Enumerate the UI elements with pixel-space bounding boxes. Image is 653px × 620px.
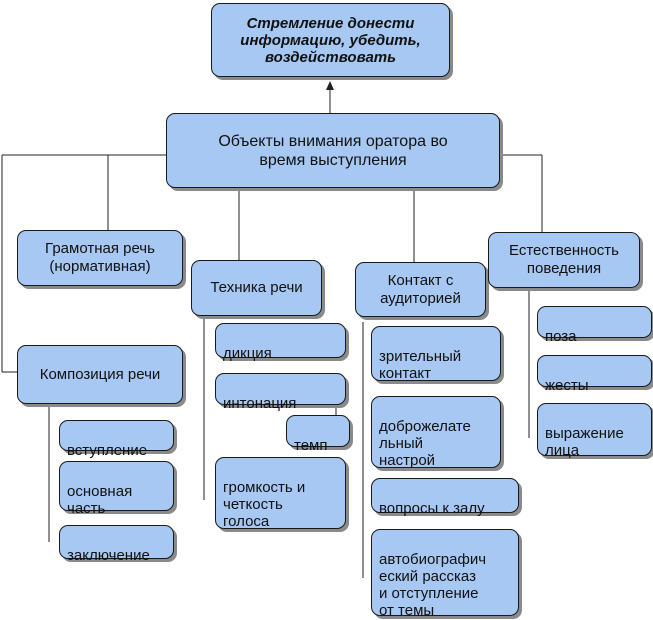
item-poza: поза bbox=[537, 306, 652, 345]
item-vyrazhenie-lica: выражение лица bbox=[537, 403, 652, 459]
item-zaklyuchenie-text: заключение bbox=[67, 547, 150, 564]
item-dikciya: дикция bbox=[215, 323, 346, 362]
main-objects-text: Объекты внимания оратора во время выступ… bbox=[218, 132, 448, 169]
main-objects-box: Объекты внимания оратора во время выступ… bbox=[166, 113, 500, 188]
category-kontakt: Контакт с аудиторией bbox=[355, 262, 486, 317]
item-avtobiograficheskii-text: автобиографич еский рассказ и отступлени… bbox=[379, 551, 487, 619]
item-osnovnaya-chast: основная часть bbox=[59, 461, 174, 517]
category-gramotnaya-rech: Грамотная речь (нормативная) bbox=[17, 230, 183, 286]
item-zhesty: жесты bbox=[537, 355, 652, 394]
item-zhesty-text: жесты bbox=[545, 377, 589, 394]
item-gromkost: громкость и четкость голоса bbox=[215, 457, 346, 530]
category-kontakt-label: Контакт с аудиторией bbox=[380, 271, 461, 307]
arrow-head bbox=[326, 81, 334, 90]
item-voprosy-k-zalu: вопросы к залу bbox=[371, 478, 519, 517]
item-voprosy-text: вопросы к залу bbox=[379, 500, 485, 517]
category-estestvennost-label: Естественность поведения bbox=[509, 242, 619, 277]
item-vstuplenie-text: вступление bbox=[67, 442, 148, 459]
item-dobrozhelatelnyi-text: доброжелате льный настрой bbox=[379, 418, 471, 469]
item-poza-text: поза bbox=[545, 328, 577, 345]
category-kompoziciya: Композиция речи bbox=[17, 345, 183, 404]
item-zritelnyi-kontakt-text: зрительный контакт bbox=[379, 348, 462, 382]
item-zaklyuchenie: заключение bbox=[59, 525, 174, 564]
item-temp-text: темп bbox=[294, 437, 328, 454]
category-tehnika-label: Техника речи bbox=[210, 279, 303, 296]
item-osnovnaya-chast-text: основная часть bbox=[67, 483, 133, 517]
goal-text: Стремление донести информацию, убедить, … bbox=[240, 14, 421, 66]
category-tehnika-rechi: Техника речи bbox=[191, 260, 322, 316]
item-vyrazhenie-lica-text: выражение лица bbox=[545, 425, 624, 459]
item-dobrozhelatelnyi-nastroi: доброжелате льный настрой bbox=[371, 396, 501, 469]
item-intonaciya-text: интонация bbox=[223, 395, 297, 412]
item-dikciya-text: дикция bbox=[223, 345, 272, 362]
item-intonaciya: интонация bbox=[215, 373, 346, 412]
category-estestvennost: Естественность поведения bbox=[488, 232, 640, 288]
goal-box: Стремление донести информацию, убедить, … bbox=[211, 3, 450, 77]
category-gramotnaya-label: Грамотная речь (нормативная) bbox=[45, 240, 155, 275]
category-kompoziciya-label: Композиция речи bbox=[39, 365, 161, 383]
item-temp: темп bbox=[286, 415, 350, 454]
item-vstuplenie: вступление bbox=[59, 420, 174, 459]
item-avtobiograficheskii-rasskaz: автобиографич еский рассказ и отступлени… bbox=[371, 529, 519, 619]
item-zritelnyi-kontakt: зрительный контакт bbox=[371, 326, 501, 382]
item-gromkost-text: громкость и четкость голоса bbox=[223, 479, 306, 530]
